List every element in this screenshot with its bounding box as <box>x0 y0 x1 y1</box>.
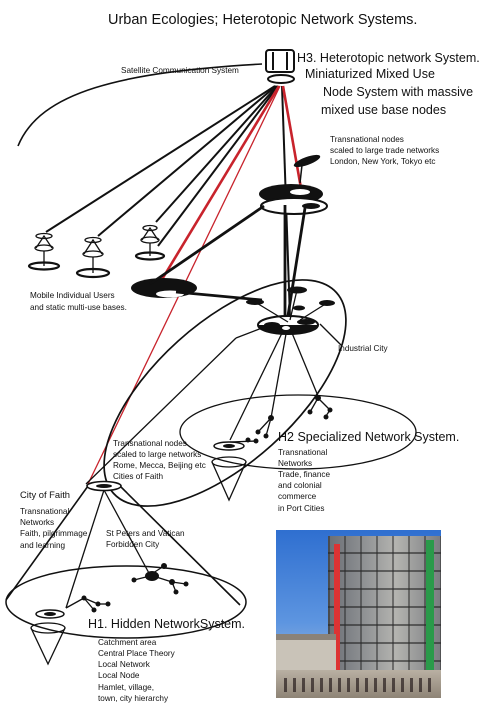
transnational-mid-line1: Transnational nodes <box>113 439 187 448</box>
mobile-users-line1: Mobile Individual Users <box>30 291 115 300</box>
h1-desc-line6: town, city hierarchy <box>98 694 169 703</box>
h3-heading-line1: H3. Heterotopic network System. <box>297 51 480 65</box>
industrial-down-links <box>85 327 319 485</box>
h3-heading-line3: Node System with massive <box>323 85 473 99</box>
h2-catchment-ellipse <box>179 394 417 470</box>
mobile-users-line2: and static multi-use bases. <box>30 303 127 312</box>
h2-desc-line3: Trade, finance <box>278 470 330 479</box>
h1-desc-line3: Local Network <box>98 660 151 669</box>
h1-desc-line2: Central Place Theory <box>98 649 176 658</box>
mobile-user-cones <box>27 224 166 279</box>
h1-desc-line1: Catchment area <box>98 638 157 647</box>
satellite-label: Satellite Communication System <box>121 66 239 75</box>
mobile-user-cone <box>134 224 166 261</box>
transnational-top-line2: scaled to large trade networks <box>330 146 439 155</box>
transnational-top-line3: London, New York, Tokyo etc <box>330 157 435 166</box>
h3-heading-line4: mixed use base nodes <box>321 103 446 117</box>
h2-desc-line1: Transnational <box>278 448 327 457</box>
industrial-city-label: Industrial City <box>338 344 389 353</box>
h1-local-network <box>30 489 189 666</box>
red-satellite-links <box>156 85 304 287</box>
base-node-links <box>149 204 307 323</box>
h2-desc-line5: commerce <box>278 492 317 501</box>
industrial-city-boundary <box>103 279 347 507</box>
h2-desc-line4: and colonial <box>278 481 322 490</box>
transnational-mid-line4: Cities of Faith <box>113 472 163 481</box>
mobile-user-cone <box>27 232 61 271</box>
transnational-mid-line2: scaled to large networks <box>113 450 201 459</box>
faith-desc-line4: and learning <box>20 541 66 550</box>
h2-desc-line6: in Port Cities <box>278 504 324 513</box>
mobile-user-cone <box>75 236 111 279</box>
h2-local-network <box>211 395 333 502</box>
transnational-top-line1: Transnational nodes <box>330 135 404 144</box>
faith-desc-line3: Faith, pilgrimmage <box>20 529 88 538</box>
h2-heading: H2 Specialized Network System. <box>278 430 459 444</box>
transnational-node-top <box>259 154 328 215</box>
diagram-title: Urban Ecologies; Heterotopic Network Sys… <box>108 12 417 28</box>
h1-catchment-ellipse <box>5 565 247 639</box>
h1-desc-line5: Hamlet, village, <box>98 683 154 692</box>
building-photo <box>276 530 441 698</box>
faith-desc-line2: Networks <box>20 518 54 527</box>
industrial-sub-links <box>254 289 343 347</box>
h1-desc-line4: Local Node <box>98 671 140 680</box>
h3-heading-line2: Miniaturized Mixed Use <box>305 67 435 81</box>
satellite-arc <box>17 63 263 147</box>
h1-heading: H1. Hidden NetworkSystem. <box>88 617 245 631</box>
faith-desc-line1: Transnational <box>20 507 69 516</box>
faith-cone-right-edge <box>119 485 241 606</box>
faith-cone-left-edge <box>5 485 89 601</box>
city-of-faith-node <box>86 480 122 492</box>
transnational-mid-line3: Rome, Mecca, Beijing etc <box>113 461 206 470</box>
base-node-left <box>131 278 197 298</box>
h2-desc-line2: Networks <box>278 459 312 468</box>
satellite-icon <box>265 49 295 84</box>
st-peters-line1: St Peters and Vatican <box>106 529 185 538</box>
industrial-city-node <box>257 315 319 335</box>
city-of-faith-label: City of Faith <box>20 489 70 500</box>
